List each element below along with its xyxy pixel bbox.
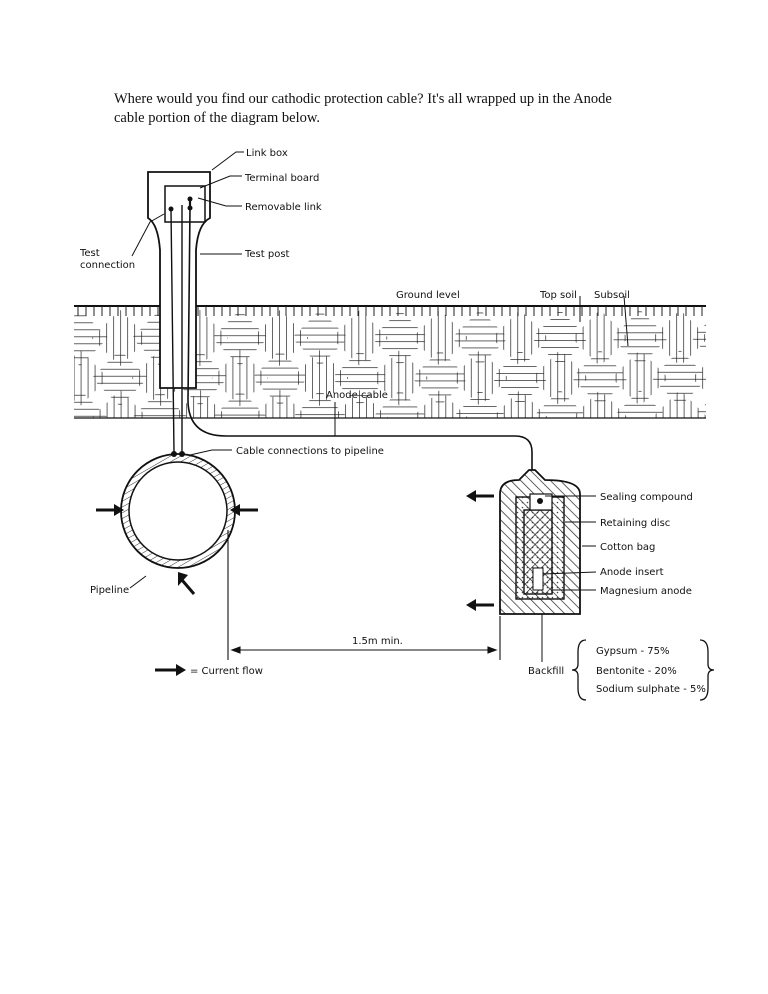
intro-line-2: cable portion of the diagram below. <box>114 110 321 126</box>
label-removable-link: Removable link <box>245 202 322 213</box>
current-flow-arrows <box>96 490 494 676</box>
label-backfill: Backfill <box>528 666 564 677</box>
intro-text: Where would you find our cathodic protec… <box>114 90 654 128</box>
backfill-brace <box>571 639 715 701</box>
leader-lines <box>129 151 629 662</box>
label-anode-cable: Anode cable <box>326 390 388 401</box>
label-sodium-sulphate: Sodium sulphate - 5% <box>596 684 706 695</box>
label-gypsum: Gypsum - 75% <box>596 646 670 657</box>
label-test-post: Test post <box>244 249 290 260</box>
label-cotton-bag: Cotton bag <box>600 542 655 553</box>
label-top-soil: Top soil <box>539 290 577 301</box>
label-cable-connections: Cable connections to pipeline <box>236 446 384 457</box>
anode-insert <box>532 567 544 591</box>
distance-dimension <box>227 530 501 660</box>
label-subsoil: Subsoil <box>594 290 630 301</box>
label-pipeline: Pipeline <box>90 585 129 596</box>
label-distance: 1.5m min. <box>352 636 403 647</box>
label-test-connection-2: connection <box>80 260 135 271</box>
test-post <box>147 171 533 470</box>
label-anode-insert: Anode insert <box>600 567 664 578</box>
anode-cable <box>187 207 533 470</box>
label-test-connection-1: Test <box>79 248 100 259</box>
pipeline <box>120 451 236 569</box>
label-ground-level: Ground level <box>396 290 460 301</box>
label-magnesium-anode: Magnesium anode <box>600 586 692 597</box>
diagram-labels: Link box Terminal board Removable link T… <box>79 148 706 695</box>
anode-package <box>499 469 581 615</box>
label-current-flow: = Current flow <box>190 666 263 677</box>
intro-line-1: Where would you find our cathodic protec… <box>114 91 612 107</box>
label-bentonite: Bentonite - 20% <box>596 666 677 677</box>
soil-band <box>74 305 706 419</box>
label-sealing-compound: Sealing compound <box>600 492 693 503</box>
topsoil-ticks <box>77 306 703 316</box>
label-terminal-board: Terminal board <box>244 173 319 184</box>
label-link-box: Link box <box>246 148 288 159</box>
label-retaining-disc: Retaining disc <box>600 518 670 529</box>
